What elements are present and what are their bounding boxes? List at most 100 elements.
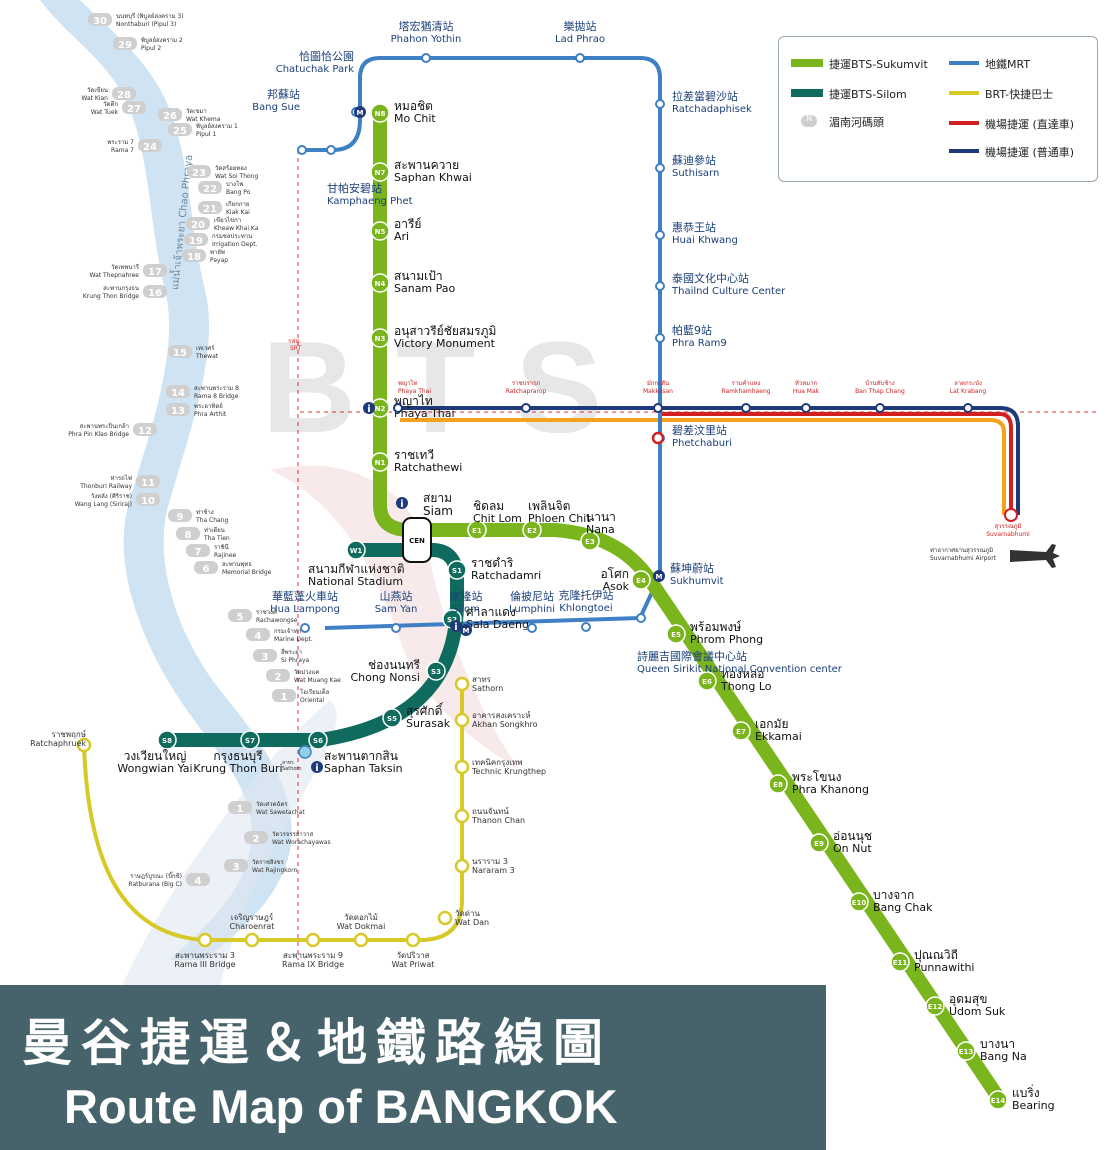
pier-marker[interactable] [198, 181, 222, 194]
sathorn-pier-marker[interactable] [298, 745, 312, 759]
station-marker-n4[interactable] [370, 273, 390, 293]
mrt-station-marker[interactable] [527, 623, 537, 633]
station-en-n3: Victory Monument [394, 337, 496, 350]
pier-marker[interactable] [166, 403, 190, 416]
brt-station-marker[interactable] [244, 932, 260, 948]
mrt-station-marker[interactable] [391, 623, 401, 633]
pier-marker[interactable] [113, 37, 137, 50]
pier-marker[interactable] [136, 493, 160, 506]
station-marker-e9[interactable] [809, 833, 829, 853]
station-marker-e14[interactable] [988, 1090, 1008, 1110]
brt-station-marker[interactable] [405, 932, 421, 948]
pier-marker[interactable] [143, 264, 167, 277]
brt-station-marker[interactable] [454, 759, 470, 775]
mrt-station-marker[interactable] [581, 622, 591, 632]
pier-marker[interactable] [112, 87, 136, 100]
pier-marker[interactable] [228, 801, 252, 814]
station-marker-e13[interactable] [956, 1041, 976, 1061]
mrt-station-marker[interactable] [636, 613, 646, 623]
brt-station-marker[interactable] [454, 712, 470, 728]
pier-marker[interactable] [88, 13, 112, 26]
station-marker-n5[interactable] [370, 221, 390, 241]
station-marker-e2[interactable] [522, 520, 542, 540]
brt-station-marker[interactable] [197, 932, 213, 948]
station-marker-n7[interactable] [370, 162, 390, 182]
station-marker-w1[interactable] [346, 540, 366, 560]
mrt-station-marker[interactable] [300, 623, 310, 633]
pier-marker[interactable] [168, 509, 192, 522]
phetchaburi-interchange-marker[interactable] [651, 431, 665, 445]
airport-station-marker[interactable] [653, 403, 663, 413]
station-marker-s1[interactable] [447, 560, 467, 580]
pier-marker[interactable] [224, 859, 248, 872]
mrt-station-marker[interactable] [655, 333, 665, 343]
airport-station-marker[interactable] [875, 403, 885, 413]
station-marker-s8[interactable] [157, 730, 177, 750]
mrt-station-marker[interactable] [655, 281, 665, 291]
station-marker-n1[interactable] [370, 452, 390, 472]
pier-marker[interactable] [158, 108, 182, 121]
station-marker-e6[interactable] [697, 671, 717, 691]
mrt-station-marker[interactable] [575, 53, 585, 63]
airport-station-marker[interactable] [393, 403, 403, 413]
station-marker-s7[interactable] [240, 730, 260, 750]
station-marker-e11[interactable] [890, 952, 910, 972]
mrt-station-marker[interactable] [655, 99, 665, 109]
pier-marker[interactable] [122, 101, 146, 114]
pier-marker[interactable] [176, 527, 200, 540]
mrt-station-marker[interactable] [655, 163, 665, 173]
pier-marker[interactable] [133, 423, 157, 436]
station-marker-e8[interactable] [768, 774, 788, 794]
pier-marker[interactable] [228, 609, 252, 622]
pier-marker[interactable] [186, 873, 210, 886]
station-marker-s3[interactable] [426, 661, 446, 681]
brt-station-marker[interactable] [437, 910, 453, 926]
station-marker-s5[interactable] [382, 708, 402, 728]
station-marker-e10[interactable] [849, 892, 869, 912]
pier-marker[interactable] [186, 544, 210, 557]
mrt-station-marker[interactable] [421, 53, 431, 63]
pier-marker[interactable] [194, 561, 218, 574]
pier-marker[interactable] [272, 689, 296, 702]
pier-marker[interactable] [166, 385, 190, 398]
airport-station-marker[interactable] [741, 403, 751, 413]
station-marker-n3[interactable] [370, 328, 390, 348]
station-marker-e4[interactable] [631, 570, 651, 590]
pier-marker[interactable] [198, 201, 222, 214]
pier-marker[interactable] [138, 139, 162, 152]
station-marker-e12[interactable] [925, 996, 945, 1016]
airport-station-marker[interactable] [963, 403, 973, 413]
mrt-station-marker[interactable] [326, 145, 336, 155]
pier-marker[interactable] [136, 475, 160, 488]
station-marker-e1[interactable] [467, 520, 487, 540]
station-marker-n8[interactable] [370, 103, 390, 123]
brt-station-marker[interactable] [454, 676, 470, 692]
pier-marker[interactable] [244, 831, 268, 844]
pier-marker[interactable] [253, 649, 277, 662]
station-marker-siam[interactable] [402, 517, 432, 563]
station-marker-e5[interactable] [666, 624, 686, 644]
pier-marker[interactable] [266, 669, 290, 682]
mrt-station-marker[interactable] [655, 230, 665, 240]
pier-marker[interactable] [168, 123, 192, 136]
pier-marker[interactable] [184, 233, 208, 246]
station-marker-s6[interactable] [308, 730, 328, 750]
brt-station-marker[interactable] [454, 808, 470, 824]
airport-station-th: ราชปรารภ [512, 380, 540, 387]
pier-marker[interactable] [143, 285, 167, 298]
airport-station-marker[interactable] [801, 403, 811, 413]
pier-marker[interactable] [187, 165, 211, 178]
pier-marker[interactable] [186, 217, 210, 230]
brt-station-marker[interactable] [454, 858, 470, 874]
brt-station-marker[interactable] [76, 737, 92, 753]
airport-station-marker[interactable] [521, 403, 531, 413]
brt-station-marker[interactable] [305, 932, 321, 948]
station-marker-e7[interactable] [731, 721, 751, 741]
brt-station-marker[interactable] [353, 932, 369, 948]
pier-marker[interactable] [246, 628, 270, 641]
station-marker-e3[interactable] [580, 531, 600, 551]
pier-marker[interactable] [182, 249, 206, 262]
mrt-station-marker[interactable] [297, 145, 307, 155]
pier-marker[interactable] [168, 345, 192, 358]
suvarnabhumi-marker[interactable] [1004, 508, 1018, 522]
